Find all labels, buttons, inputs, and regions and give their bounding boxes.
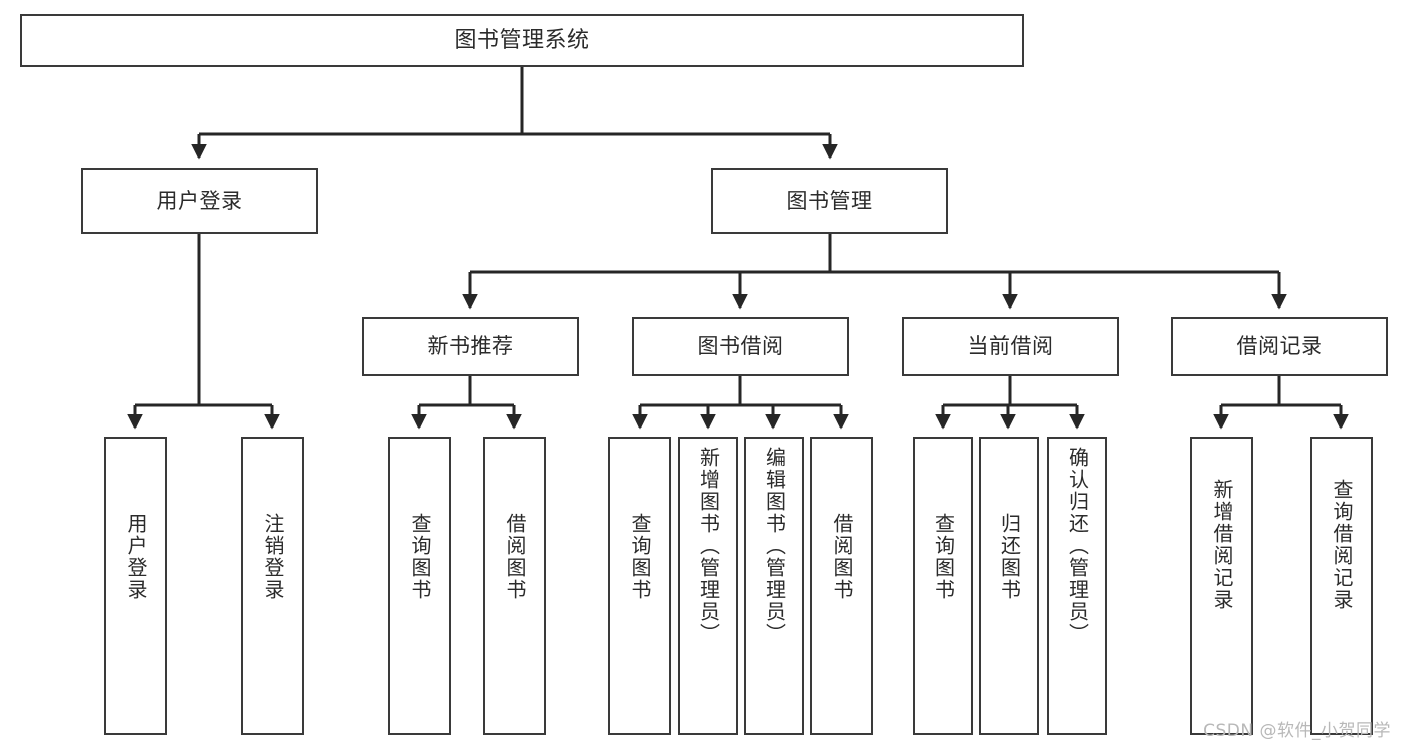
node-leaf-borrow-book-2[interactable]: 借阅图书 [810,437,873,735]
node-label: 编辑图书（管理员） [762,447,787,645]
watermark-credit: CSDN @软件_小贺同学 [1203,721,1391,741]
node-leaf-query-book-1[interactable]: 查询图书 [388,437,451,735]
node-label: 借阅记录 [1236,334,1323,359]
node-label: 新增借阅记录 [1210,479,1234,611]
node-current-borrow[interactable]: 当前借阅 [902,317,1119,376]
node-leaf-add-book[interactable]: 新增图书（管理员） [678,437,738,735]
node-leaf-query-record[interactable]: 查询借阅记录 [1310,437,1373,735]
node-user-login[interactable]: 用户登录 [81,168,318,234]
node-leaf-logout-login[interactable]: 注销登录 [241,437,304,735]
node-book-borrow[interactable]: 图书借阅 [632,317,849,376]
node-label: 用户登录 [124,513,148,601]
node-leaf-edit-book[interactable]: 编辑图书（管理员） [744,437,804,735]
node-leaf-confirm-return[interactable]: 确认归还（管理员） [1047,437,1107,735]
node-label: 注销登录 [261,513,285,601]
node-label: 查询图书 [628,513,652,601]
node-label: 图书管理 [786,188,873,213]
node-leaf-query-book-2[interactable]: 查询图书 [608,437,671,735]
node-leaf-user-login[interactable]: 用户登录 [104,437,167,735]
node-label: 用户登录 [156,188,243,213]
node-label: 当前借阅 [967,334,1054,359]
node-leaf-return-book[interactable]: 归还图书 [979,437,1039,735]
node-label: 归还图书 [997,513,1022,601]
node-borrow-record[interactable]: 借阅记录 [1171,317,1388,376]
node-label: 借阅图书 [503,513,527,601]
node-book-manage[interactable]: 图书管理 [711,168,948,234]
node-leaf-add-record[interactable]: 新增借阅记录 [1190,437,1253,735]
node-root-system[interactable]: 图书管理系统 [20,14,1024,67]
node-label: 确认归还（管理员） [1065,447,1090,645]
node-label: 查询借阅记录 [1330,479,1354,611]
node-label: 新书推荐 [427,334,514,359]
node-leaf-query-book-3[interactable]: 查询图书 [913,437,973,735]
node-label: 查询图书 [408,513,432,601]
node-label: 图书管理系统 [454,27,590,53]
node-label: 新增图书（管理员） [696,447,721,645]
node-label: 借阅图书 [830,513,854,601]
node-leaf-borrow-book-1[interactable]: 借阅图书 [483,437,546,735]
node-label: 图书借阅 [697,334,784,359]
node-label: 查询图书 [931,513,956,601]
node-new-book-recommend[interactable]: 新书推荐 [362,317,579,376]
